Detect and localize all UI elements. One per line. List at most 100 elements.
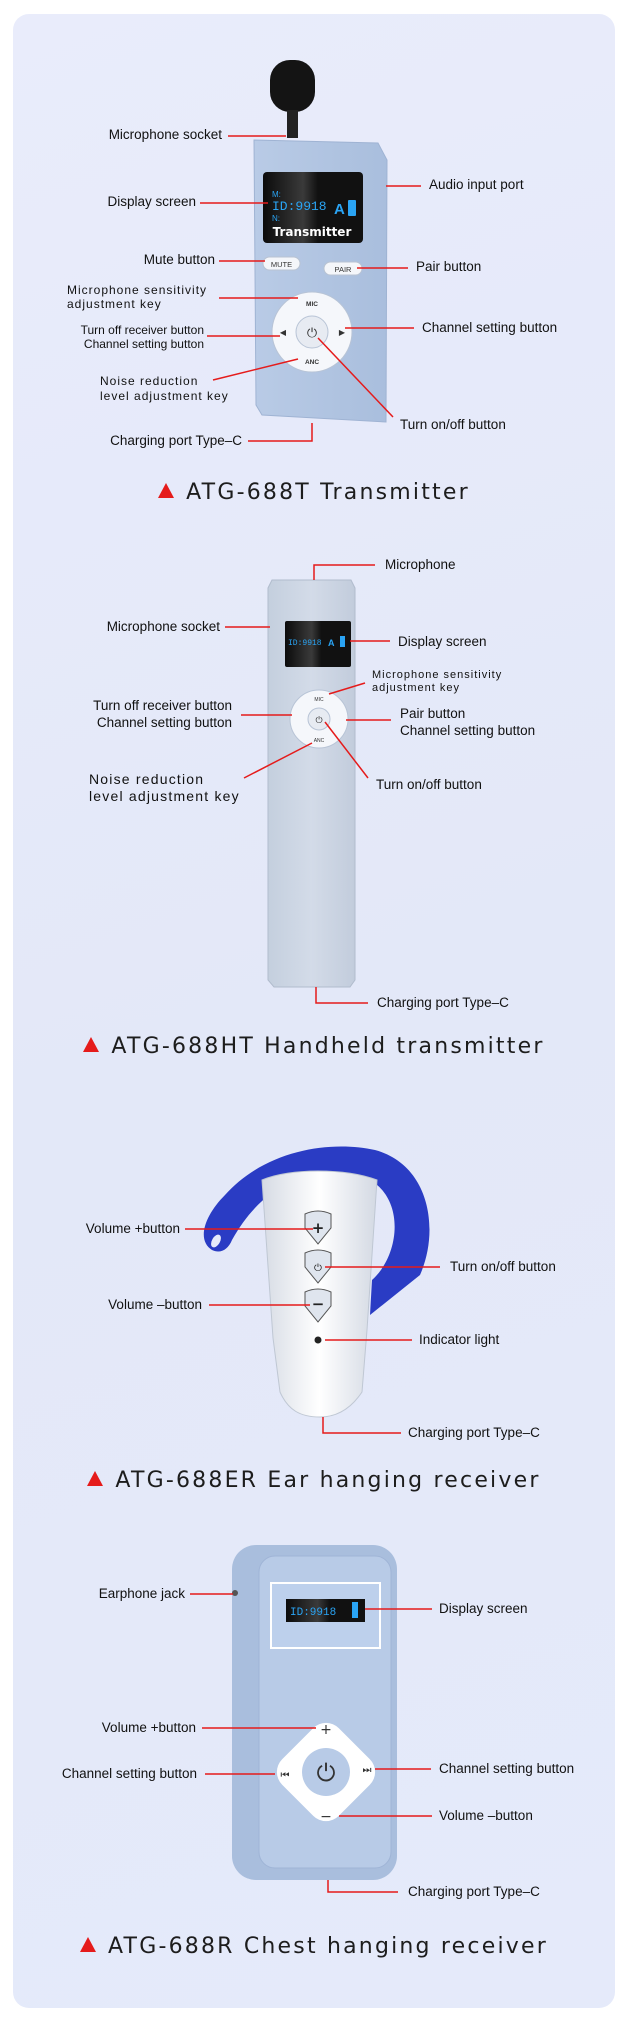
chest-power-icon: ⏻ [317, 1759, 336, 1787]
vol-up-key [304, 1210, 332, 1245]
chest-power-key [302, 1748, 350, 1796]
handheld-battery-icon [340, 636, 345, 647]
label-indicator: Indicator light [419, 1332, 500, 1347]
label-display-4: Display screen [439, 1601, 528, 1616]
triangle-icon [80, 1937, 97, 1952]
callout-charging-2 [315, 987, 368, 1004]
label-vol-up-4: Volume +button [101, 1720, 196, 1735]
handheld-screen-id: ID:9918 [288, 639, 322, 648]
label-mic-sens-1: Microphone sensitivity [67, 283, 208, 297]
chest-plus-icon: + [320, 1722, 332, 1738]
mic-key-label: MIC [306, 301, 318, 308]
chest-receiver-device: ID:9918 ⏻ + − ⏮ ⏭ [232, 1545, 397, 1880]
label-display-2: Display screen [398, 634, 487, 649]
callout-charging-4 [327, 1880, 398, 1893]
triangle-icon [158, 483, 175, 498]
screen-m: M: [272, 190, 281, 199]
title-text: ATG-688T Transmitter [186, 480, 470, 505]
callout-microphone [313, 564, 375, 580]
screen-channel-a: A [334, 201, 345, 218]
handheld-callout-lines [225, 564, 391, 1004]
section-title-ear-receiver: ATG-688ER Ear hanging receiver [0, 1467, 628, 1495]
ear-hook [203, 1146, 430, 1315]
anc-key-label: ANC [305, 359, 319, 366]
section-title-chest-receiver: ATG-688R Chest hanging receiver [0, 1933, 628, 1961]
section-title-transmitter: ATG-688T Transmitter [0, 479, 628, 507]
label-charging-2: Charging port Type–C [377, 995, 509, 1010]
label-turn-off-2-1: Turn off receiver button [93, 698, 232, 713]
ear-callout-lines [185, 1228, 440, 1434]
next-icon: ⏭ [363, 1765, 372, 1776]
earphone-jack [232, 1590, 238, 1596]
label-vol-down: Volume –button [108, 1297, 202, 1312]
label-power-3: Turn on/off button [450, 1259, 556, 1274]
power-icon: ⏻ [307, 326, 317, 341]
chest-screen-id: ID:9918 [290, 1607, 336, 1619]
handheld-anc-label: ANC [314, 738, 325, 744]
previous-icon: ⏮ [281, 1770, 290, 1781]
label-charging-4: Charging port Type–C [408, 1884, 540, 1899]
pair-side-key-arrow: ▶ [339, 328, 346, 337]
label-noise-2-1: Noise reduction [89, 771, 205, 787]
chest-screen [286, 1599, 365, 1622]
callout-charging-3 [322, 1417, 401, 1434]
chest-callout-lines [190, 1593, 432, 1893]
plus-icon: + [312, 1219, 325, 1237]
handheld-screen-a: A [328, 638, 335, 648]
screen-n: N: [272, 214, 280, 223]
callout-power-2 [324, 721, 369, 779]
chest-minus-icon: − [320, 1809, 332, 1825]
label-mic-socket: Microphone socket [108, 127, 222, 142]
vol-down-key [304, 1288, 332, 1323]
power-key-ear [304, 1249, 332, 1284]
label-mic-sens-2: adjustment key [67, 297, 162, 311]
handheld-power-key [307, 707, 331, 731]
label-turn-off-2-2: Channel setting button [96, 715, 232, 730]
handheld-power-icon: ⏻ [315, 715, 322, 726]
title-text: ATG-688HT Handheld transmitter [111, 1034, 545, 1059]
callout-mic-sens-2 [328, 682, 366, 695]
label-mic-sens-2-1: Microphone sensitivity [372, 669, 503, 681]
chest-battery-icon [352, 1602, 358, 1618]
title-text: ATG-688R Chest hanging receiver [108, 1934, 548, 1959]
label-charging-3: Charging port Type–C [408, 1425, 540, 1440]
label-turn-off-1: Turn off receiver button [80, 323, 204, 337]
label-display: Display screen [107, 194, 196, 209]
handheld-screen [285, 621, 351, 667]
label-vol-down-4: Volume –button [439, 1808, 533, 1823]
mute-key [262, 256, 301, 271]
label-mic-socket-2: Microphone socket [106, 619, 220, 634]
minus-icon: − [312, 1295, 325, 1313]
handheld-body [267, 579, 356, 988]
pair-key-label: PAIR [335, 265, 353, 274]
label-channel: Channel setting button [422, 320, 558, 335]
off-key-arrow: ◀ [280, 328, 287, 337]
label-turn-off-2: Channel setting button [83, 337, 204, 351]
label-microphone: Microphone [385, 557, 456, 572]
transmitter-device: M: ID:9918 N: A Transmitter MUTE PAIR ⏻ … [253, 60, 388, 423]
ear-hook-hole [211, 1234, 221, 1248]
battery-icon [348, 200, 356, 216]
label-earphone: Earphone jack [98, 1586, 185, 1601]
label-noise-2: level adjustment key [100, 389, 229, 403]
label-channel-right: Channel setting button [439, 1761, 575, 1776]
label-power-2: Turn on/off button [376, 777, 482, 792]
ear-receiver-device: + ⏻ − [203, 1146, 430, 1418]
callout-power [317, 337, 394, 418]
label-noise-2-2: level adjustment key [89, 788, 240, 804]
handheld-device: ID:9918 A ⏻ MIC ANC [267, 579, 356, 988]
handheld-mic-label: MIC [314, 697, 324, 703]
label-mute: Mute button [143, 252, 215, 267]
label-power: Turn on/off button [400, 417, 506, 432]
label-charging: Charging port Type–C [110, 433, 242, 448]
label-pair: Pair button [416, 259, 482, 274]
label-noise-1: Noise reduction [100, 374, 199, 388]
screen-label: Transmitter [273, 225, 352, 239]
label-audio-input: Audio input port [429, 177, 524, 192]
microphone-foam [270, 60, 315, 112]
label-pair-2-1: Pair button [400, 706, 466, 721]
indicator-light [314, 1336, 322, 1344]
label-mic-sens-2-2: adjustment key [372, 682, 460, 694]
callout-charging [248, 423, 313, 442]
